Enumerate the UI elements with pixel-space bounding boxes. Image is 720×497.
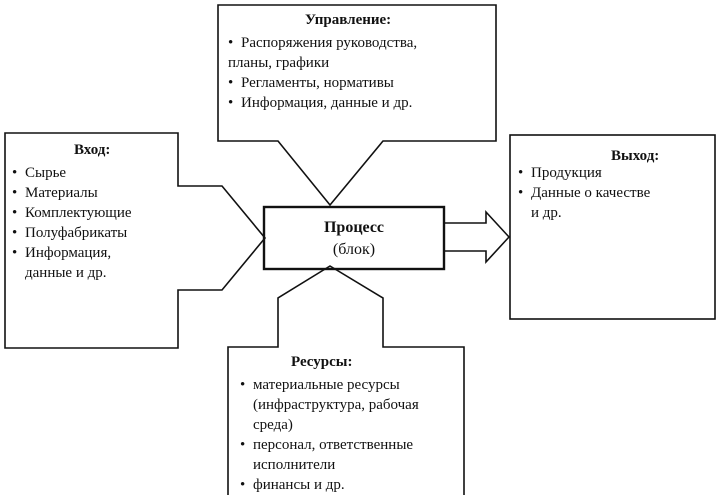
- output-arrow-outline: [444, 209, 511, 265]
- input-box-outline: [4, 132, 267, 349]
- input-item: Информация, данные и др.: [12, 243, 132, 283]
- control-item-continuation: планы, графики: [228, 53, 417, 73]
- resources-title: Ресурсы:: [291, 354, 353, 370]
- input-item-line: данные и др.: [25, 265, 107, 281]
- input-item: Материалы: [12, 183, 132, 203]
- control-box-outline: [217, 4, 497, 207]
- control-item-line: Распоряжения руководства,: [241, 35, 418, 51]
- input-item: Комплектующие: [12, 203, 132, 223]
- output-item: Продукция: [518, 163, 650, 183]
- control-item-line: Регламенты, нормативы: [241, 75, 394, 91]
- control-item-line: планы, графики: [228, 55, 330, 71]
- output-list: Продукция Данные о качестве и др.: [518, 163, 650, 223]
- control-list: Распоряжения руководства, планы, графики…: [228, 33, 417, 113]
- input-list: Сырье Материалы Комплектующие Полуфабрик…: [12, 163, 132, 283]
- input-item: Сырье: [12, 163, 132, 183]
- resources-item: материальные ресурсы (инфраструктура, раб…: [240, 375, 419, 435]
- resources-item-line: (инфраструктура, рабочая: [253, 397, 419, 413]
- output-box-outline: [509, 134, 716, 320]
- resources-item-line: персонал, ответственные: [253, 437, 414, 453]
- output-item-line: и др.: [531, 205, 562, 221]
- process-box-outline: [262, 205, 446, 271]
- control-item: Регламенты, нормативы: [228, 73, 417, 93]
- resources-item-line: материальные ресурсы: [253, 377, 400, 393]
- input-item-line: Полуфабрикаты: [25, 225, 128, 241]
- process-subtitle: (блок): [332, 241, 376, 258]
- control-item: Распоряжения руководства,: [228, 33, 417, 53]
- output-item-line: Продукция: [531, 165, 602, 181]
- input-item-line: Информация,: [25, 245, 112, 261]
- output-item-line: Данные о качестве: [531, 185, 651, 201]
- output-title: Выход:: [611, 148, 660, 164]
- input-item: Полуфабрикаты: [12, 223, 132, 243]
- resources-item: финансы и др.: [240, 475, 419, 495]
- input-item-line: Материалы: [25, 185, 98, 201]
- resources-item: персонал, ответственные исполнители: [240, 435, 419, 475]
- resources-item-line: финансы и др.: [253, 477, 345, 493]
- control-item-line: Информация, данные и др.: [241, 95, 413, 111]
- input-item-line: Сырье: [25, 165, 67, 181]
- input-item-line: Комплектующие: [25, 205, 132, 221]
- control-title: Управление:: [305, 12, 392, 28]
- output-item: Данные о качестве и др.: [518, 183, 650, 223]
- resources-item-line: среда): [253, 417, 293, 433]
- resources-list: материальные ресурсы (инфраструктура, раб…: [240, 375, 419, 495]
- input-title: Вход:: [74, 142, 111, 158]
- process-title: Процесс: [323, 219, 385, 236]
- control-item: Информация, данные и др.: [228, 93, 417, 113]
- resources-item-line: исполнители: [253, 457, 336, 473]
- resources-box-outline: [227, 265, 465, 495]
